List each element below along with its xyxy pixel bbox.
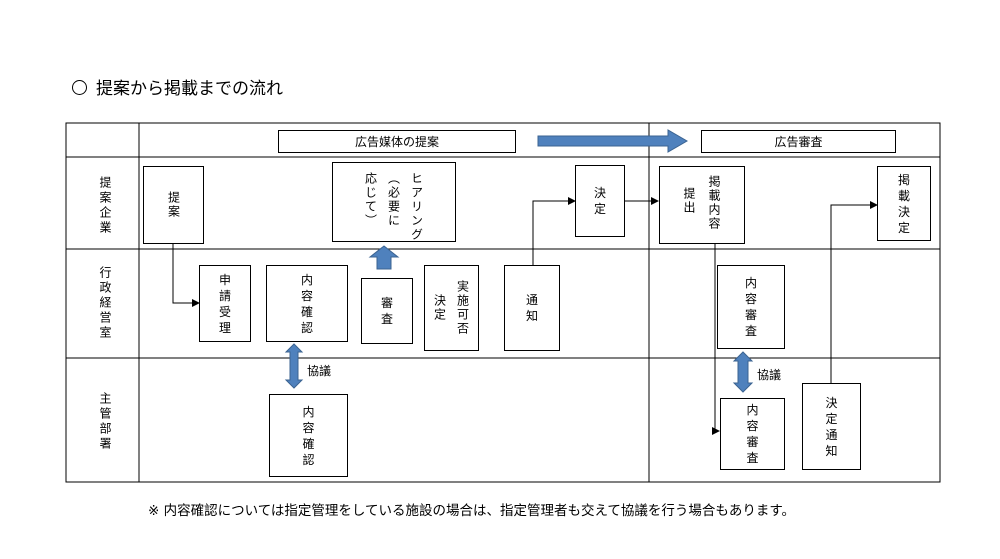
connector-submit-review <box>712 243 720 435</box>
node-submit-content: 掲載内容 提出 <box>682 175 721 231</box>
node-review-box <box>361 278 413 344</box>
node-decide: 決 定 <box>593 186 606 216</box>
node-content-review-admin-box <box>717 265 785 349</box>
lane-label-dept: 主管部署 <box>98 392 112 452</box>
page-title-text: 提案から掲載までの流れ <box>96 79 283 99</box>
node-review: 審 査 <box>380 296 393 326</box>
node-submit-content-box <box>659 166 745 244</box>
node-receipt: 申 請 受 理 <box>218 272 231 335</box>
node-decision-box <box>424 265 479 351</box>
circle-icon <box>72 80 87 95</box>
consult-label-2: 協議 <box>757 368 782 382</box>
lane-label-admin: 行政経営室 <box>98 266 112 341</box>
node-content-review-admin: 内 容 審 査 <box>744 276 757 338</box>
node-proposal-box <box>143 166 204 244</box>
node-notify: 通 知 <box>525 293 538 323</box>
connector-notice-publish <box>830 201 878 383</box>
node-notify-box <box>504 265 560 351</box>
footnote: ※ 内容確認については指定管理をしている施設の場合は、指定管理者も交えて協議を行… <box>148 503 795 519</box>
node-content-check-dept: 内 容 確 認 <box>302 404 315 467</box>
node-hearing: ヒアリング （必要に 応じて） <box>363 172 424 242</box>
consult-arrow-1 <box>284 343 304 389</box>
node-hearing-box <box>332 162 456 242</box>
page-title: 提案から掲載までの流れ <box>72 74 283 99</box>
node-content-check-admin: 内 容 確 認 <box>300 272 313 335</box>
consult-label-1: 協議 <box>307 364 332 378</box>
node-receipt-box <box>199 265 251 342</box>
consult-arrow-2 <box>732 351 754 393</box>
node-decision: 実施可否 決定 <box>432 280 470 336</box>
phase-arrow <box>537 129 688 153</box>
node-decision-notice: 決 定 通 知 <box>825 395 838 458</box>
node-decision-notice-box <box>802 383 861 470</box>
node-content-check-admin-box <box>266 265 348 342</box>
header-media-proposal: 広告媒体の提案 <box>278 130 516 153</box>
node-publish-decision-box <box>877 166 931 241</box>
up-arrow-review-hearing <box>368 245 400 270</box>
connector-notify-decide <box>532 197 576 265</box>
node-proposal: 提案 <box>166 191 181 219</box>
header-ad-review: 広告審査 <box>701 130 896 153</box>
node-publish-decision: 掲 載 決 定 <box>897 172 910 235</box>
node-content-review-dept: 内 容 審 査 <box>746 403 759 465</box>
diagram-frame <box>65 122 941 483</box>
lane-label-company: 提案企業 <box>98 176 112 236</box>
node-content-review-dept-box <box>720 398 785 470</box>
node-decide-box <box>575 165 625 237</box>
connector-proposal-receipt <box>172 243 200 307</box>
node-content-check-dept-box <box>269 394 348 477</box>
